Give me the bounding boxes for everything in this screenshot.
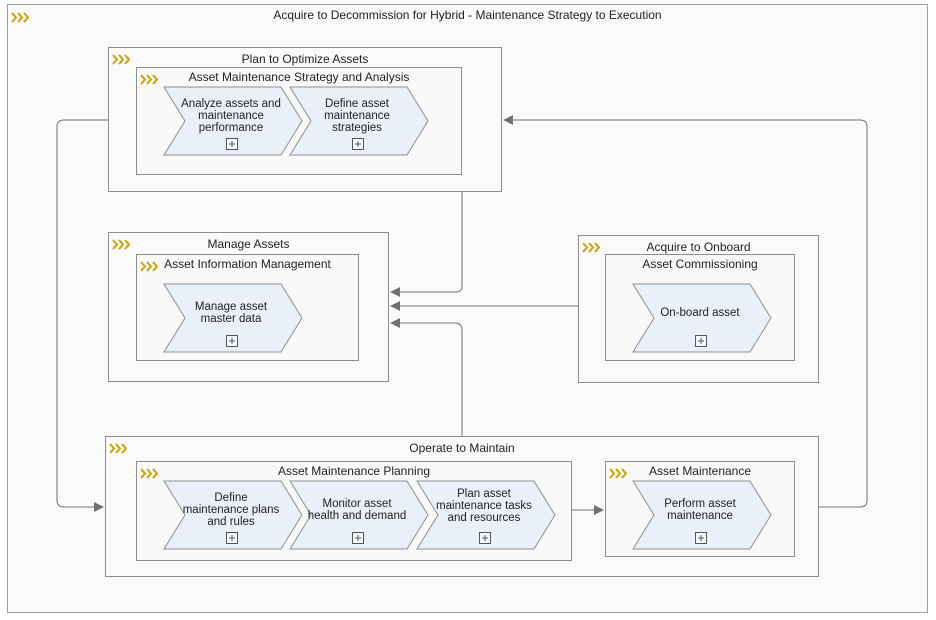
triple-chevron-icon: [109, 443, 127, 454]
step-define-maintenance-plans[interactable]: Define maintenance plans and rules: [163, 480, 303, 550]
step-on-board-asset[interactable]: On-board asset: [632, 283, 772, 353]
step-label: Analyze assets and maintenance performan…: [181, 98, 281, 134]
step-analyze-assets[interactable]: Analyze assets and maintenance performan…: [163, 86, 303, 156]
step-define-asset-maintenance-strategies[interactable]: Define asset maintenance strategies: [289, 86, 429, 156]
subgroup-title: Asset Commissioning: [642, 257, 758, 271]
step-label: Monitor asset health and demand: [307, 498, 407, 522]
group-title: Operate to Maintain: [409, 441, 515, 455]
step-label: Define asset maintenance strategies: [324, 98, 390, 134]
plus-box-icon[interactable]: [352, 532, 364, 544]
triple-chevron-icon: [140, 74, 158, 85]
subgroup-title: Asset Information Management: [164, 257, 331, 271]
plus-box-icon[interactable]: [479, 532, 491, 544]
plus-box-icon[interactable]: [226, 532, 238, 544]
subgroup-title: Asset Maintenance Strategy and Analysis: [188, 70, 410, 84]
diagram-title: Acquire to Decommission for Hybrid - Mai…: [273, 8, 662, 22]
triple-chevron-icon: [112, 54, 130, 65]
group-title: Manage Assets: [207, 237, 290, 251]
group-title: Plan to Optimize Assets: [241, 52, 369, 66]
step-label: Plan asset maintenance tasks and resourc…: [436, 488, 532, 524]
triple-chevron-icon: [140, 468, 158, 479]
step-label: Manage asset master data: [194, 301, 268, 325]
step-manage-asset-master-data[interactable]: Manage asset master data: [163, 283, 303, 353]
group-title: Acquire to Onboard: [646, 240, 751, 254]
triple-chevron-icon: [112, 239, 130, 250]
triple-chevron-icon: [11, 12, 29, 23]
subgroup-title: Asset Maintenance Execution: [648, 466, 752, 476]
subgroup-title: Asset Maintenance Planning: [277, 464, 431, 478]
step-label: Define maintenance plans and rules: [182, 492, 280, 528]
plus-box-icon[interactable]: [226, 138, 238, 150]
step-label: On-board asset: [660, 307, 740, 319]
plus-box-icon[interactable]: [695, 335, 707, 347]
step-perform-asset-maintenance[interactable]: Perform asset maintenance: [632, 480, 772, 550]
plus-box-icon[interactable]: [226, 335, 238, 347]
step-label: Perform asset maintenance: [664, 498, 736, 522]
plus-box-icon[interactable]: [695, 532, 707, 544]
step-monitor-asset-health[interactable]: Monitor asset health and demand: [289, 480, 429, 550]
triple-chevron-icon: [140, 261, 158, 272]
plus-box-icon[interactable]: [352, 138, 364, 150]
step-plan-asset-maintenance-tasks[interactable]: Plan asset maintenance tasks and resourc…: [416, 480, 556, 550]
